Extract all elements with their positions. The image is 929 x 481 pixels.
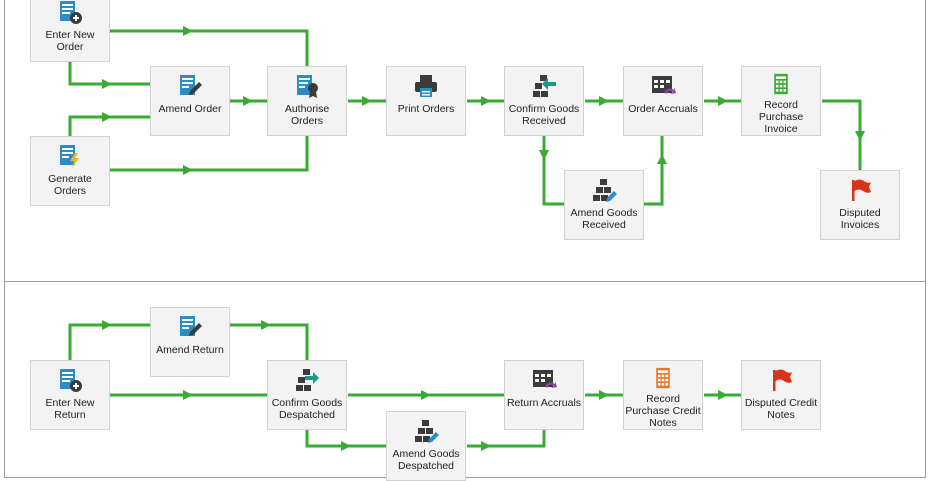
edit-document-icon xyxy=(180,75,202,95)
connector-enter-to-authorise xyxy=(110,29,309,66)
new-document-icon xyxy=(60,369,82,392)
node-label: Disputed Credit Notes xyxy=(744,397,818,421)
node-label: Confirm Goods Received xyxy=(508,103,580,127)
node-label: Enter New Return xyxy=(45,397,95,421)
node-print-orders[interactable]: Print Orders xyxy=(386,66,466,136)
edit-document-icon xyxy=(180,316,202,336)
node-record-purchase-credit-notes[interactable]: Record Purchase Credit Notes xyxy=(623,360,703,430)
section-divider xyxy=(4,281,926,282)
node-authorise-orders[interactable]: Authorise Orders xyxy=(267,66,347,136)
node-order-accruals[interactable]: Order Accruals xyxy=(623,66,703,136)
node-label: Amend Goods Despatched xyxy=(392,448,460,472)
connector-amend-despatched-to-return-accruals xyxy=(467,430,546,448)
node-label: Print Orders xyxy=(397,103,455,115)
connector-enter-to-amend xyxy=(68,62,150,86)
printer-icon xyxy=(415,75,437,97)
node-record-purchase-invoice[interactable]: Record Purchase Invoice xyxy=(741,66,821,136)
credit-note-icon xyxy=(656,367,670,389)
node-confirm-goods-despatched[interactable]: Confirm Goods Despatched xyxy=(267,360,347,430)
new-document-icon xyxy=(60,1,82,24)
node-enter-new-return[interactable]: Enter New Return xyxy=(30,360,110,430)
node-label: Disputed Invoices xyxy=(839,207,881,231)
node-label: Amend Goods Received xyxy=(570,207,638,231)
node-label: Amend Return xyxy=(156,344,224,356)
connector-despatched-to-amend-despatched xyxy=(305,430,386,448)
node-label: Authorise Orders xyxy=(284,103,330,127)
accruals-calendar-icon xyxy=(652,76,676,94)
flag-icon xyxy=(773,369,792,391)
node-amend-goods-received[interactable]: Amend Goods Received xyxy=(564,170,644,240)
node-label: Order Accruals xyxy=(628,103,698,115)
node-label: Generate Orders xyxy=(48,173,92,197)
connector-generate-to-amend xyxy=(68,115,150,136)
generate-document-icon xyxy=(60,145,79,168)
node-disputed-credit-notes[interactable]: Disputed Credit Notes xyxy=(741,360,821,430)
node-label: Record Purchase Credit Notes xyxy=(625,393,701,429)
node-amend-return[interactable]: Amend Return xyxy=(150,307,230,377)
amend-goods-icon xyxy=(415,420,439,443)
node-label: Enter New Order xyxy=(45,29,95,53)
node-confirm-goods-received[interactable]: Confirm Goods Received xyxy=(504,66,584,136)
connector-confirm-to-amend-received xyxy=(542,136,564,206)
node-label: Record Purchase Invoice xyxy=(758,99,804,135)
node-label: Confirm Goods Despatched xyxy=(271,397,343,421)
connector-return-to-amend-return xyxy=(68,323,150,360)
flag-icon xyxy=(852,179,871,201)
accruals-calendar-icon xyxy=(533,370,557,388)
goods-received-icon xyxy=(533,75,556,97)
node-return-accruals[interactable]: Return Accruals xyxy=(504,360,584,430)
connector-record-to-disputed xyxy=(822,99,862,170)
connector-amend-received-to-accruals xyxy=(644,136,664,206)
node-label: Amend Order xyxy=(158,103,222,115)
connector-generate-to-authorise xyxy=(110,136,309,172)
invoice-icon xyxy=(774,73,788,95)
node-generate-orders[interactable]: Generate Orders xyxy=(30,136,110,206)
goods-despatched-icon xyxy=(296,369,319,391)
connector-amend-return-to-despatched xyxy=(230,323,309,360)
node-label: Return Accruals xyxy=(506,397,582,409)
node-enter-new-order[interactable]: Enter New Order xyxy=(30,0,110,62)
node-disputed-invoices[interactable]: Disputed Invoices xyxy=(820,170,900,240)
authorise-document-icon xyxy=(297,75,318,98)
node-amend-goods-despatched[interactable]: Amend Goods Despatched xyxy=(386,411,466,481)
node-amend-order[interactable]: Amend Order xyxy=(150,66,230,136)
amend-goods-icon xyxy=(593,179,617,202)
